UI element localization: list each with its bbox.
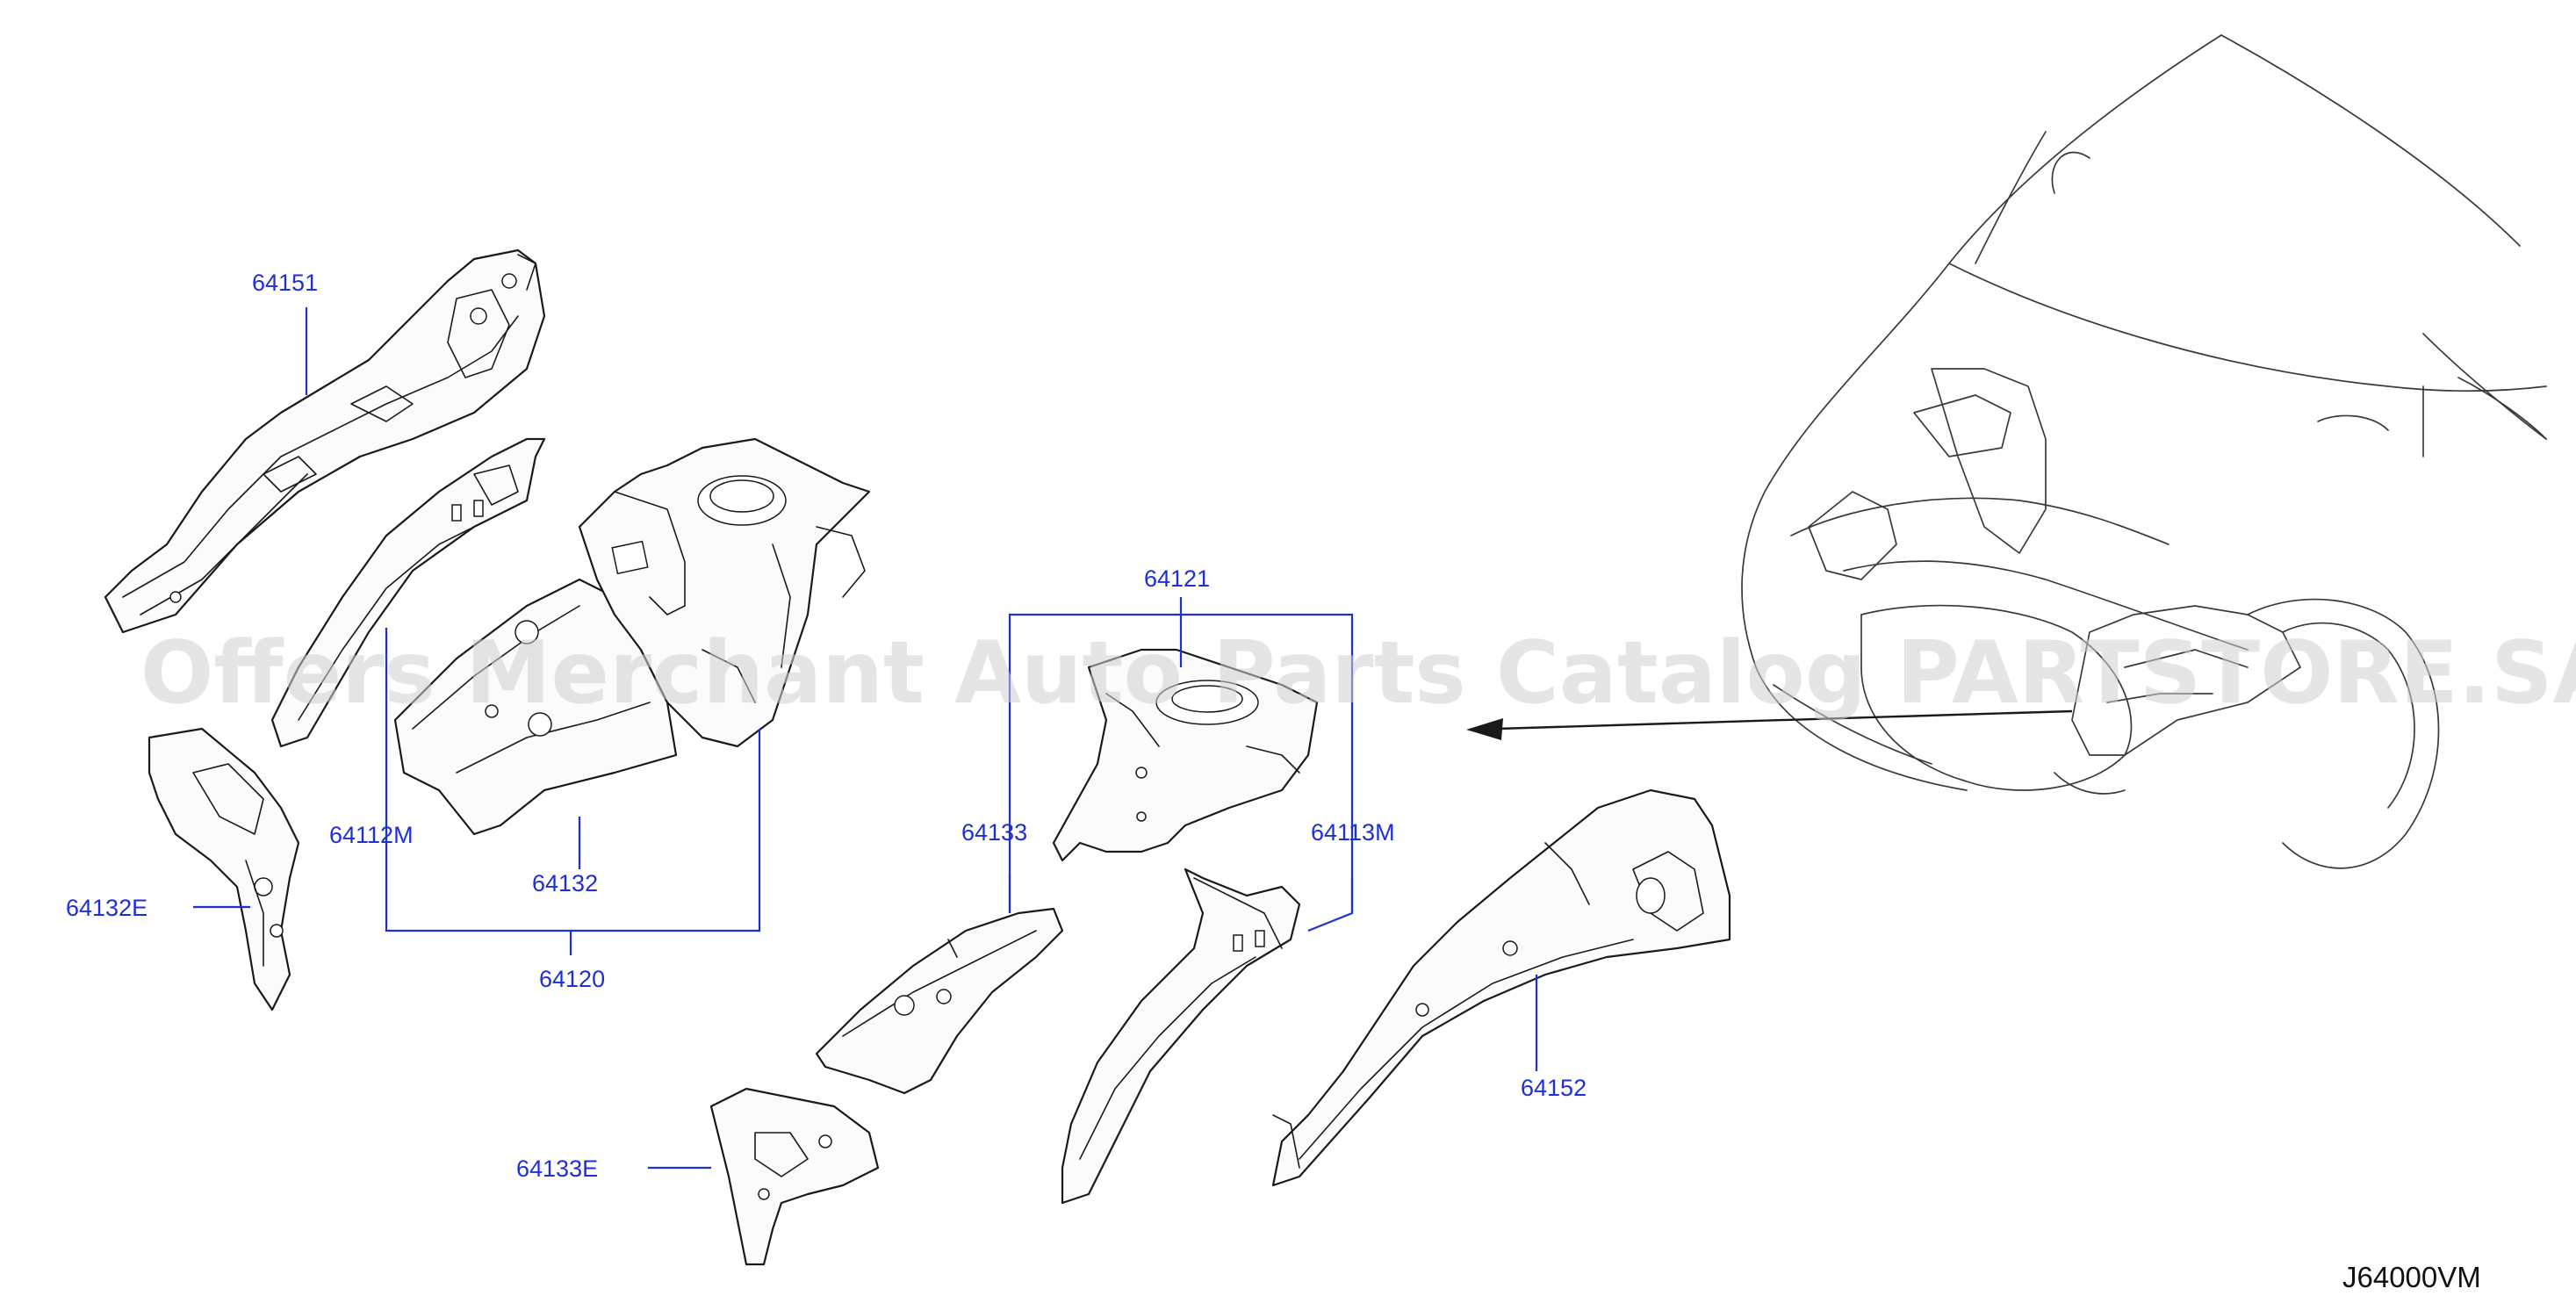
callout-64132e[interactable]: 64132E [66, 895, 148, 921]
callout-64112m[interactable]: 64112M [329, 822, 414, 848]
locator-arrow [1466, 709, 2073, 740]
callout-64151[interactable]: 64151 [252, 270, 318, 296]
part-64133-panel[interactable] [815, 907, 1064, 1095]
vehicle-outline [1741, 34, 2547, 869]
part-64151-side-member[interactable] [104, 248, 546, 634]
part-64133e-bracket[interactable] [709, 1087, 880, 1266]
part-64132e-bracket[interactable] [148, 727, 300, 1011]
leader-lines [193, 307, 1538, 1170]
part-64132-panel[interactable] [393, 578, 678, 836]
part-64113m-apron[interactable] [1061, 867, 1301, 1205]
callout-64121[interactable]: 64121 [1144, 565, 1210, 592]
part-64152-side-member[interactable] [1271, 788, 1731, 1187]
callout-64113m[interactable]: 64113M [1311, 819, 1395, 846]
part-64112m-apron[interactable] [270, 437, 546, 748]
part-64120-strut-tower[interactable] [578, 437, 871, 748]
part-64121-strut-tower[interactable] [1052, 648, 1319, 862]
callout-64133e[interactable]: 64133E [516, 1155, 598, 1182]
callout-labels: 64151 64112M 64132 64120 64132E 64121 64… [66, 270, 1587, 1182]
figure-code: J64000VM [2342, 1261, 2481, 1293]
callout-64132[interactable]: 64132 [532, 870, 598, 896]
callout-64133[interactable]: 64133 [961, 819, 1027, 846]
callout-64152[interactable]: 64152 [1521, 1075, 1587, 1101]
watermark-text: Offers Merchant Auto Parts Catalog PARTS… [140, 623, 2576, 723]
callout-64120[interactable]: 64120 [539, 966, 605, 992]
